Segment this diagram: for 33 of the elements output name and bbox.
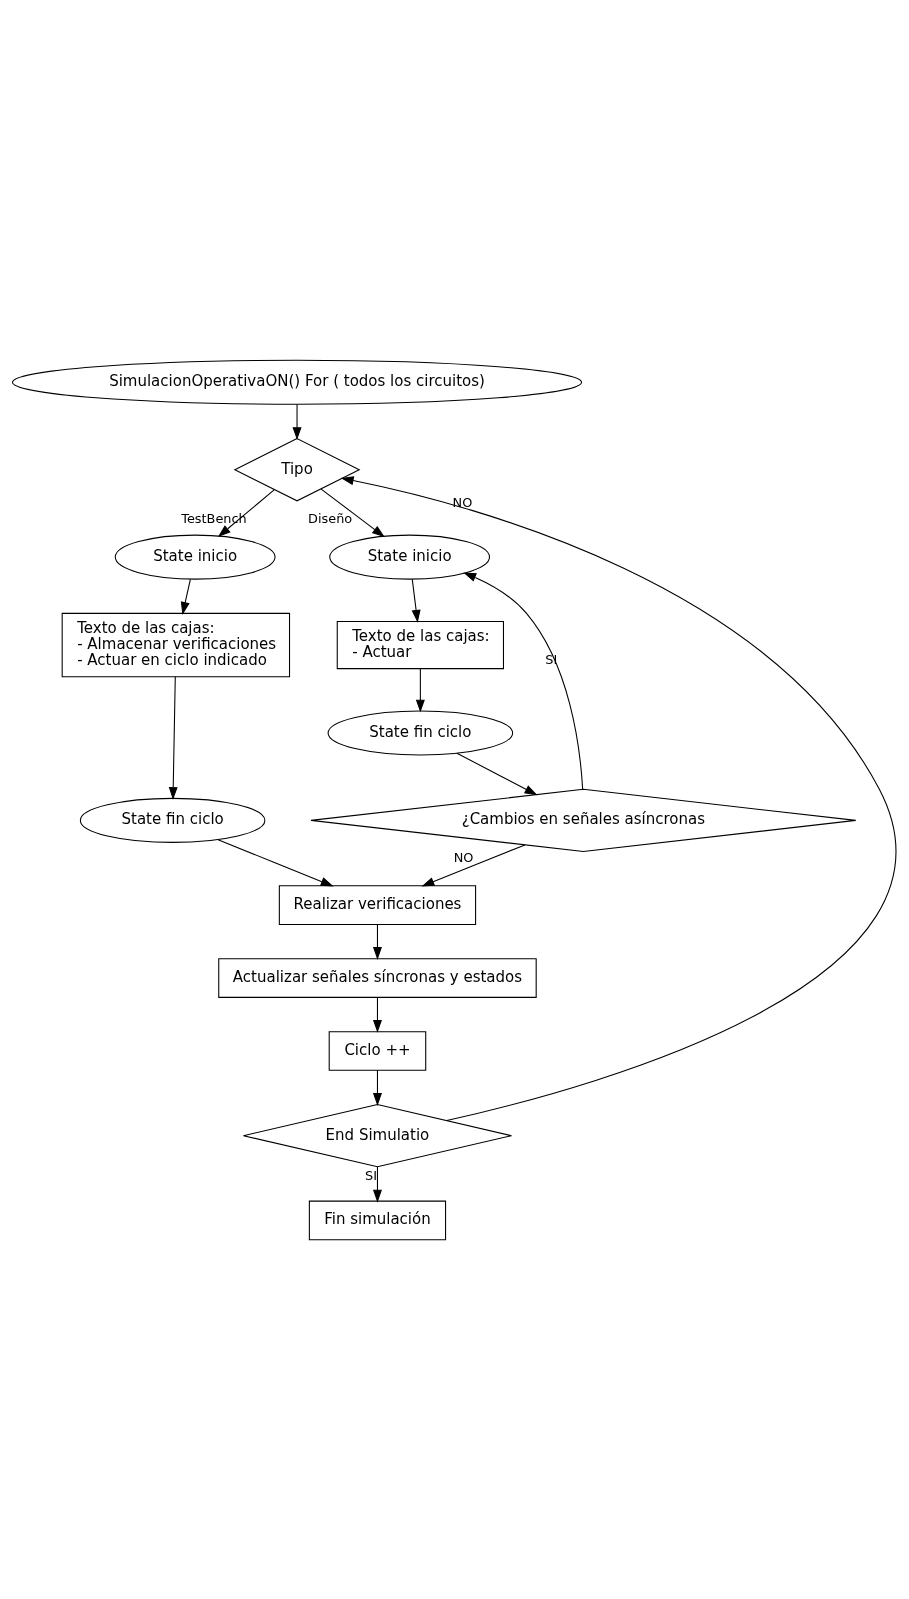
edge-label: SI [365,1167,378,1183]
node-diamond: Tipo [233,437,361,501]
node-box: Realizar verificaciones [278,884,477,925]
node-box: Texto de las cajas: - Almacenar verificaciones - Actuar en ciclo indicado [61,612,291,677]
arrow [411,578,421,623]
node-box: Actualizar señales síncronas y estados [218,957,537,998]
arrow [180,578,191,615]
arrow [217,488,275,537]
arrow [217,838,334,886]
arrow [372,923,382,960]
arrow [168,675,178,800]
edge-label: NO [452,494,473,510]
arrow [372,996,382,1033]
arrow [415,667,425,713]
arrow [292,403,302,440]
arrow [463,572,584,790]
edge-label: Diseño [308,510,353,526]
node-diamond: ¿Cambios en señales asíncronas [310,788,857,852]
node-ellipse: State inicio [114,534,276,580]
node-ellipse: State fin ciclo [79,797,266,843]
arrow [372,1166,382,1203]
node-ellipse: State fin ciclo [327,709,514,755]
arrow [421,843,526,886]
node-ellipse: SimulacionOperativaON() For ( todos los circuitos) [11,359,583,405]
node-box: Ciclo ++ [328,1030,427,1071]
node-box: Fin simulación [308,1200,447,1240]
arrow [456,752,538,795]
arrow [372,1069,382,1106]
edge-label: NO [453,849,474,865]
node-diamond: End Simulatio [242,1103,513,1167]
arrow [340,475,896,1121]
arrow [320,488,385,537]
node-box: Texto de las cajas: - Actuar [336,620,504,669]
